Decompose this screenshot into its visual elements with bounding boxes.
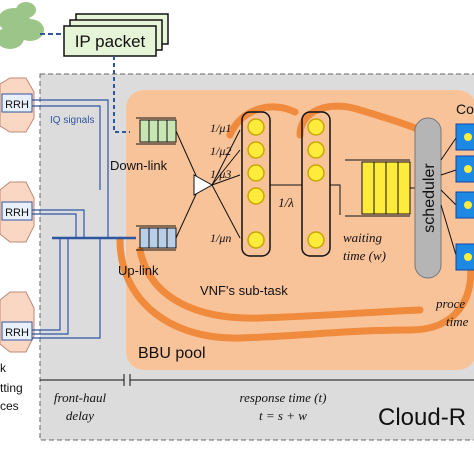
waiting-time-label-2: time (w) bbox=[343, 248, 386, 263]
vnf-column-1 bbox=[241, 111, 271, 257]
rrh-box-3 bbox=[1, 321, 33, 341]
processing-time-label-1: proce bbox=[435, 296, 465, 311]
response-time-label: response time (t) bbox=[240, 390, 327, 405]
timeline bbox=[40, 374, 474, 386]
rate-label-1: 1/μ1 bbox=[210, 121, 231, 135]
lambda-label: 1/λ bbox=[278, 195, 294, 210]
waiting-queue bbox=[345, 159, 411, 217]
rrh-box-2 bbox=[1, 201, 33, 221]
iq-signals-label: IQ signals bbox=[50, 115, 94, 126]
scheduler-box bbox=[414, 117, 442, 279]
splitter-fanout bbox=[211, 129, 241, 239]
vnf-column-2 bbox=[301, 111, 331, 257]
computing-label: Co bbox=[456, 101, 474, 117]
waiting-time-label-1: waiting bbox=[343, 230, 383, 245]
scheduler-label: scheduler bbox=[421, 163, 438, 233]
iq-signal-lines bbox=[32, 99, 136, 339]
cloud-ran-label: Cloud-R bbox=[378, 404, 466, 431]
cpu-cores bbox=[455, 123, 474, 271]
left-text-3: ces bbox=[0, 399, 19, 413]
cloud-path-upper bbox=[226, 103, 299, 139]
fronthaul-label-1: front-haul bbox=[54, 390, 107, 405]
rrh-label-1: RRH bbox=[5, 99, 29, 111]
downlink-label: Down-link bbox=[110, 158, 168, 173]
vnf-column-2-servers bbox=[307, 118, 325, 249]
vnf-column-1-servers bbox=[247, 118, 265, 249]
response-formula-label: t = s + w bbox=[259, 408, 307, 423]
rrh-label-2: RRH bbox=[5, 207, 29, 219]
uplink-queue bbox=[136, 225, 177, 251]
processing-time-label-2: time bbox=[446, 314, 469, 329]
left-text-2: tting bbox=[0, 381, 23, 395]
ip-packet-label: IP packet bbox=[75, 32, 146, 51]
rrh-box-1 bbox=[1, 93, 33, 113]
merge-lines bbox=[175, 130, 199, 239]
left-text-1: k bbox=[0, 361, 7, 375]
bbu-pool-label: BBU pool bbox=[138, 345, 206, 362]
ip-packet-box bbox=[63, 25, 157, 57]
scheduler-outputs bbox=[440, 137, 457, 256]
downlink-queue bbox=[136, 117, 177, 145]
waiting-link bbox=[330, 184, 341, 215]
rate-label-3: 1/μ3 bbox=[210, 167, 231, 181]
rrh-group: RRH RRH RRH bbox=[0, 77, 35, 353]
rate-label-2: 1/μ2 bbox=[210, 144, 231, 158]
internet-cloud-icon bbox=[0, 2, 44, 49]
rate-label-n: 1/μn bbox=[210, 231, 231, 245]
splitter-icon bbox=[193, 174, 214, 196]
cloud-path bbox=[116, 102, 474, 342]
fronthaul-label-2: delay bbox=[66, 408, 94, 423]
uplink-label: Up-link bbox=[118, 263, 159, 278]
vnf-subtask-label: VNF's sub-task bbox=[200, 283, 288, 298]
ip-to-downlink-link bbox=[113, 56, 130, 133]
rrh-label-3: RRH bbox=[5, 327, 29, 339]
